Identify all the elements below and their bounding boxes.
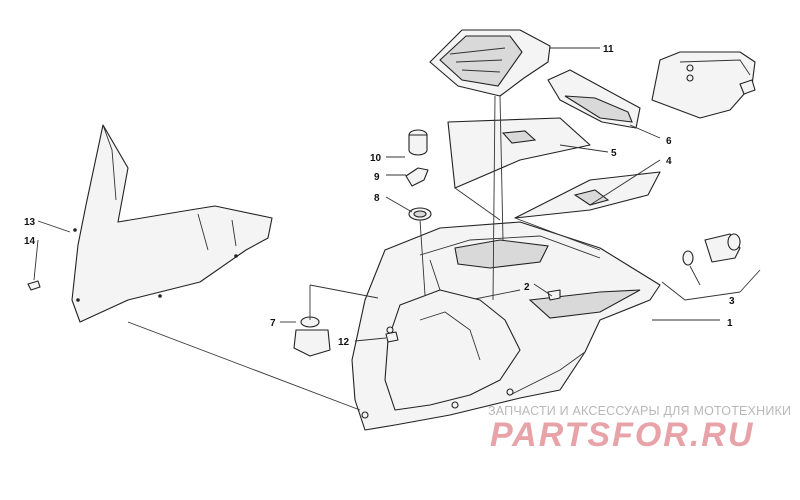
part-12-bolt xyxy=(385,331,399,343)
part-13-windshield xyxy=(71,124,273,323)
callout-2: 2 xyxy=(524,282,530,293)
part-1-hood xyxy=(351,221,661,431)
part-8-ring xyxy=(408,207,432,221)
callout-3: 3 xyxy=(729,296,735,307)
part-14-screw xyxy=(27,280,41,291)
watermark-brand: PARTSFOR.RU xyxy=(490,416,755,454)
part-10-cap xyxy=(408,129,428,156)
callout-1: 1 xyxy=(727,318,733,329)
part-4-decal xyxy=(514,171,661,219)
callout-labels: 1 2 3 4 5 6 7 8 9 10 11 12 13 14 xyxy=(24,44,735,348)
callout-10: 10 xyxy=(370,153,382,164)
part-9-key xyxy=(405,167,429,187)
part-11-grille xyxy=(429,29,551,97)
callout-7: 7 xyxy=(270,318,276,329)
callout-13: 13 xyxy=(24,217,36,228)
part-6-module xyxy=(547,69,641,129)
part-11-cover xyxy=(651,51,756,119)
part-3-socket xyxy=(682,233,741,266)
callout-4: 4 xyxy=(666,156,672,167)
callout-14: 14 xyxy=(24,236,36,247)
callout-11: 11 xyxy=(603,44,614,55)
part-7-switch xyxy=(293,316,331,357)
callout-12: 12 xyxy=(338,337,350,348)
watermark-subtitle: ЗАПЧАСТИ И АКСЕССУАРЫ ДЛЯ МОТОТЕХНИКИ xyxy=(488,404,792,418)
callout-8: 8 xyxy=(374,193,380,204)
part-2-fastener xyxy=(547,289,561,301)
callout-5: 5 xyxy=(611,148,617,159)
callout-6: 6 xyxy=(666,136,672,147)
leader-lines xyxy=(33,47,761,411)
part-5-decal xyxy=(447,117,591,189)
callout-9: 9 xyxy=(374,172,380,183)
